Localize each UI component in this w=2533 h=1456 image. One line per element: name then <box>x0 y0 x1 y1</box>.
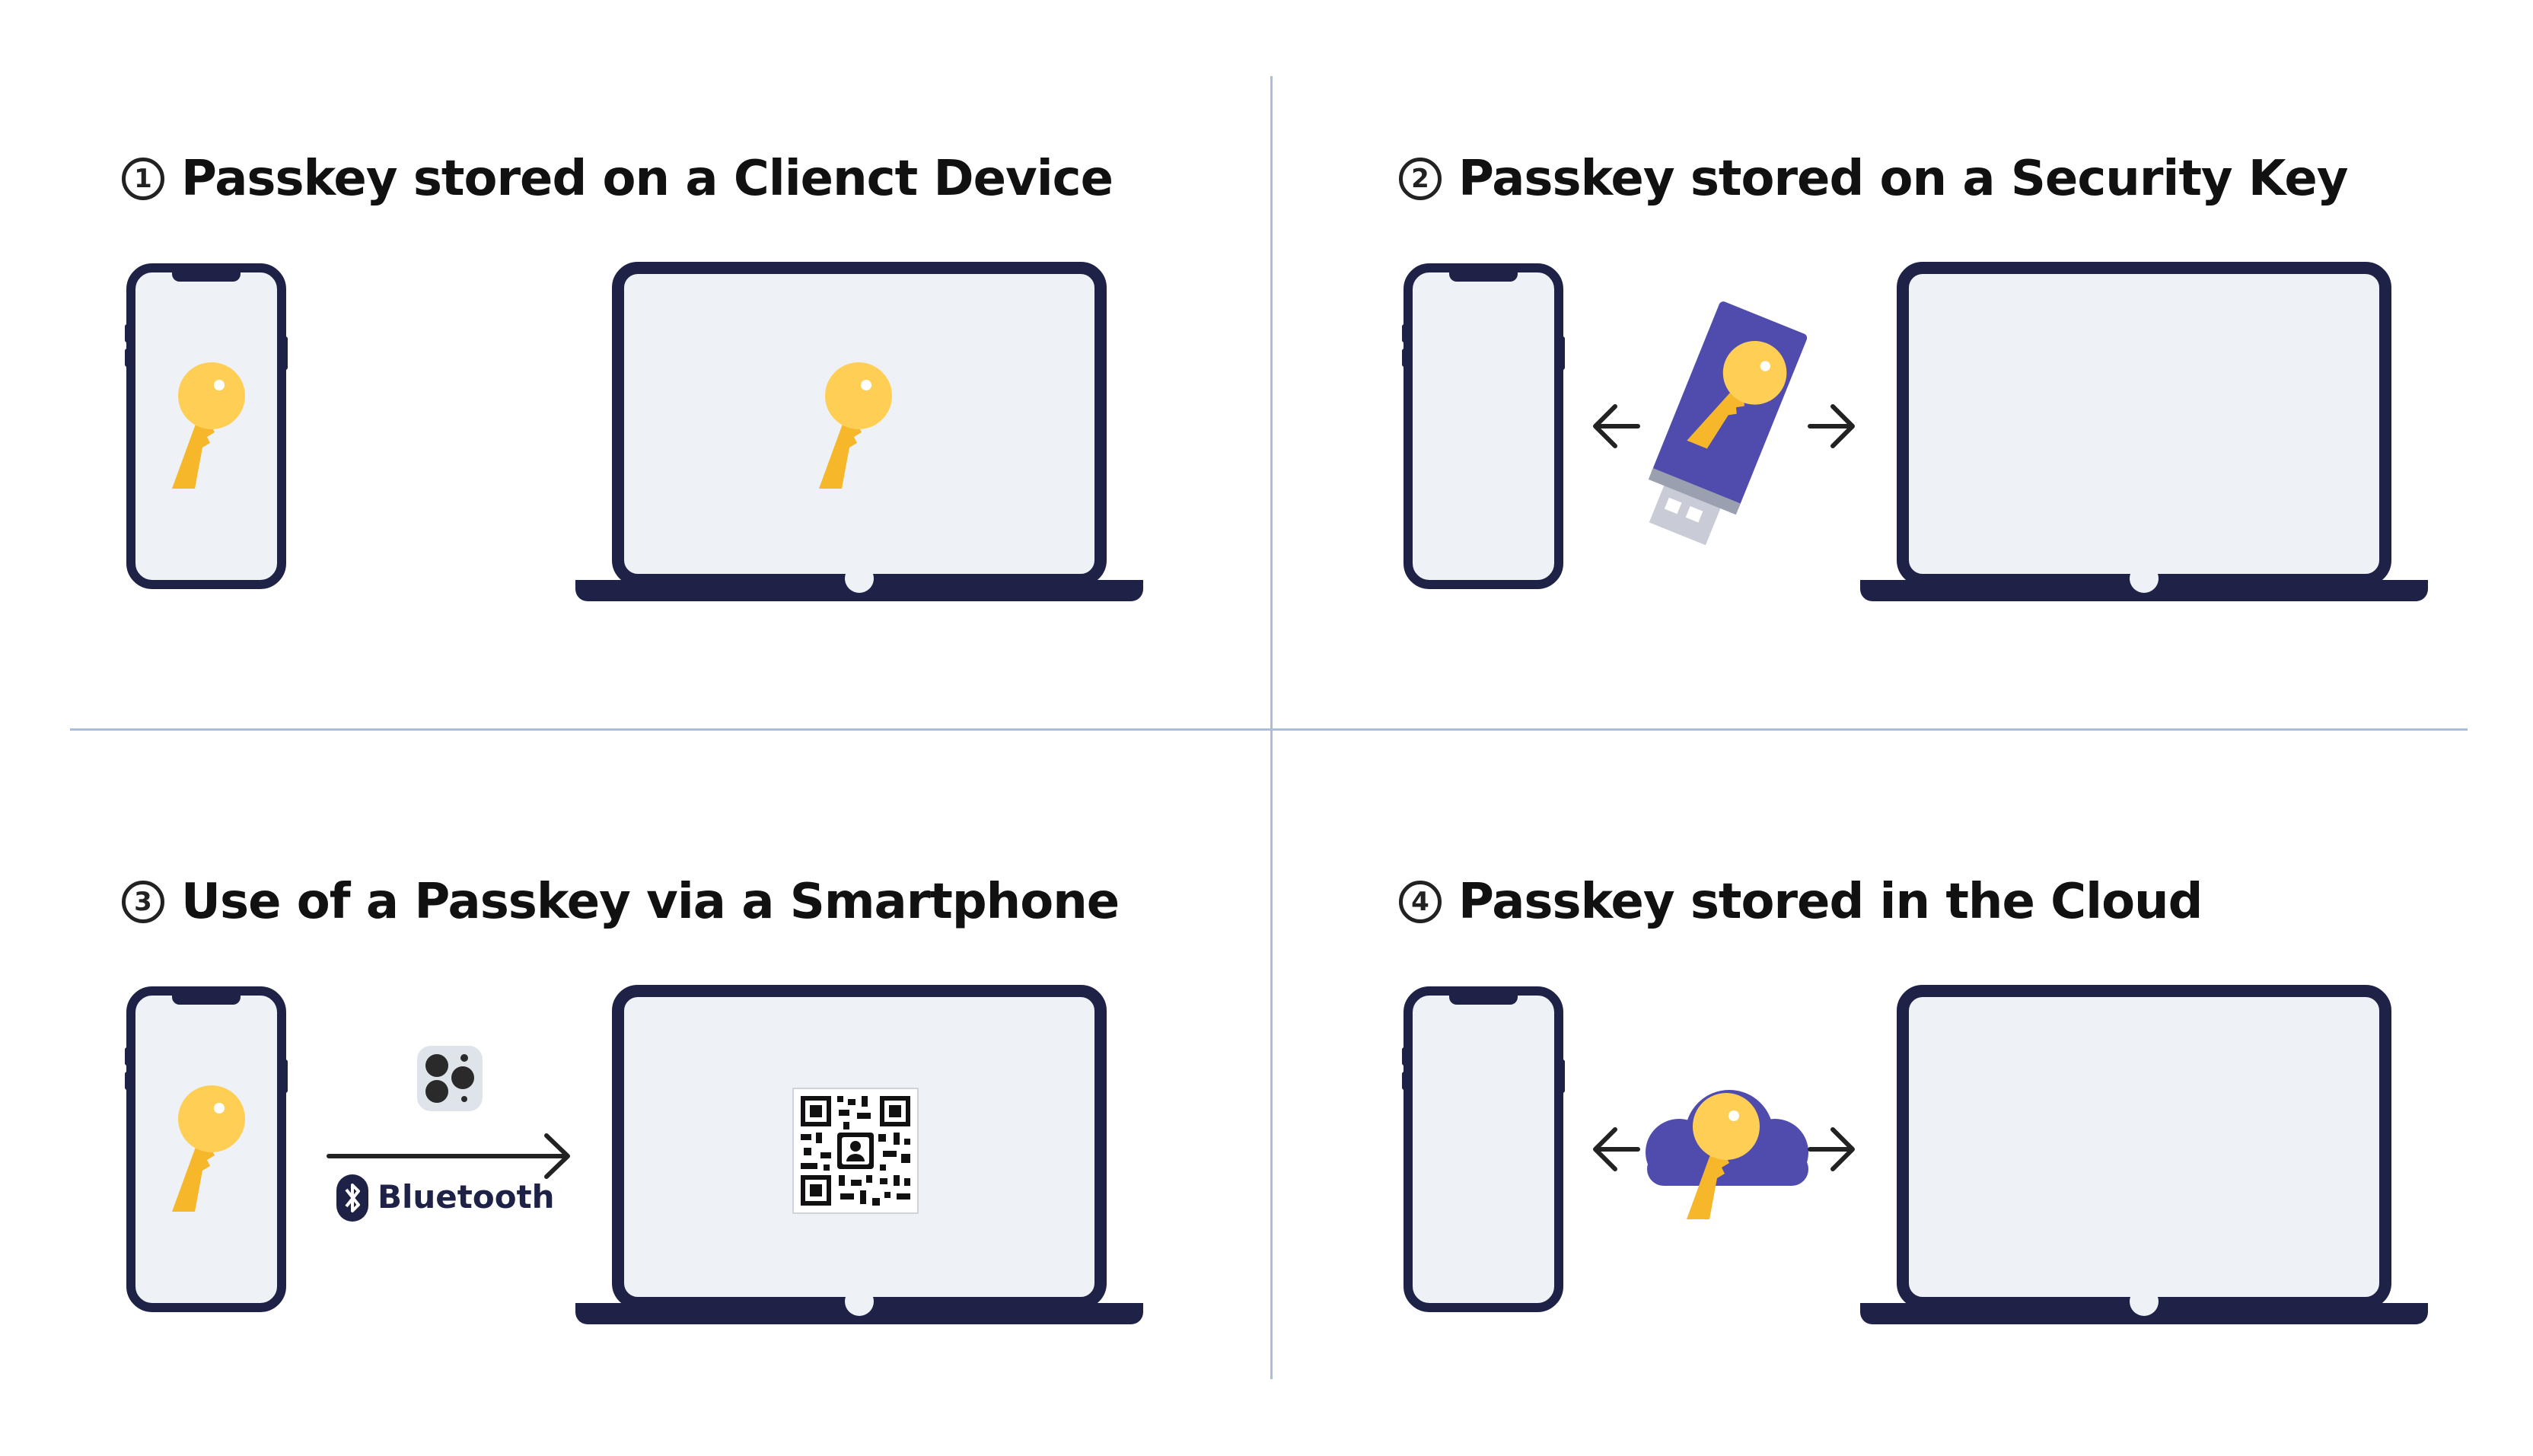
step-number-2: 2 <box>1399 158 1442 200</box>
phone-camera-icon <box>417 1046 483 1111</box>
step-number-3: 3 <box>122 881 164 923</box>
panel-title: Passkey stored in the Cloud <box>1458 874 2203 930</box>
panel-client-device: 1 Passkey stored on a Clienct Device <box>122 137 1309 715</box>
panel-cloud: 4 Passkey stored in the Cloud <box>1399 860 2533 1438</box>
laptop-icon <box>1860 991 2428 1324</box>
laptop-icon <box>575 268 1143 601</box>
arrow-right-icon <box>327 1133 570 1179</box>
qr-code-icon <box>792 1088 919 1214</box>
bluetooth-icon <box>336 1174 368 1222</box>
step-number-4: 4 <box>1399 881 1442 923</box>
panel-title: Passkey stored on a Clienct Device <box>181 151 1114 207</box>
smartphone-icon <box>1402 268 1565 585</box>
vertical-divider <box>1270 76 1273 1379</box>
panel-1-illustration <box>122 137 1309 715</box>
step-number-1: 1 <box>122 158 164 200</box>
bluetooth-label: Bluetooth <box>378 1178 555 1215</box>
panel-title: Use of a Passkey via a Smartphone <box>181 874 1120 930</box>
laptop-icon <box>1860 268 2428 601</box>
security-key-icon <box>1648 301 1808 546</box>
panel-heading: 4 Passkey stored in the Cloud <box>1399 860 2203 944</box>
panel-heading: 1 Passkey stored on a Clienct Device <box>122 137 1114 221</box>
panel-heading: 3 Use of a Passkey via a Smartphone <box>122 860 1120 944</box>
panel-2-illustration <box>1399 137 2533 715</box>
panel-4-illustration <box>1399 860 2533 1438</box>
arrow-left-icon <box>1595 1129 1638 1169</box>
panel-title: Passkey stored on a Security Key <box>1458 151 2348 207</box>
panel-smartphone: 3 Use of a Passkey via a Smartphone <box>122 860 1309 1438</box>
smartphone-icon <box>1402 991 1565 1308</box>
panel-3-illustration <box>122 860 1309 1438</box>
arrow-right-icon <box>1810 1129 1853 1169</box>
arrow-right-icon <box>1810 406 1853 446</box>
horizontal-divider <box>70 728 2468 731</box>
panel-security-key: 2 Passkey stored on a Security Key <box>1399 137 2533 715</box>
arrow-left-icon <box>1595 406 1638 446</box>
panel-heading: 2 Passkey stored on a Security Key <box>1399 137 2348 221</box>
